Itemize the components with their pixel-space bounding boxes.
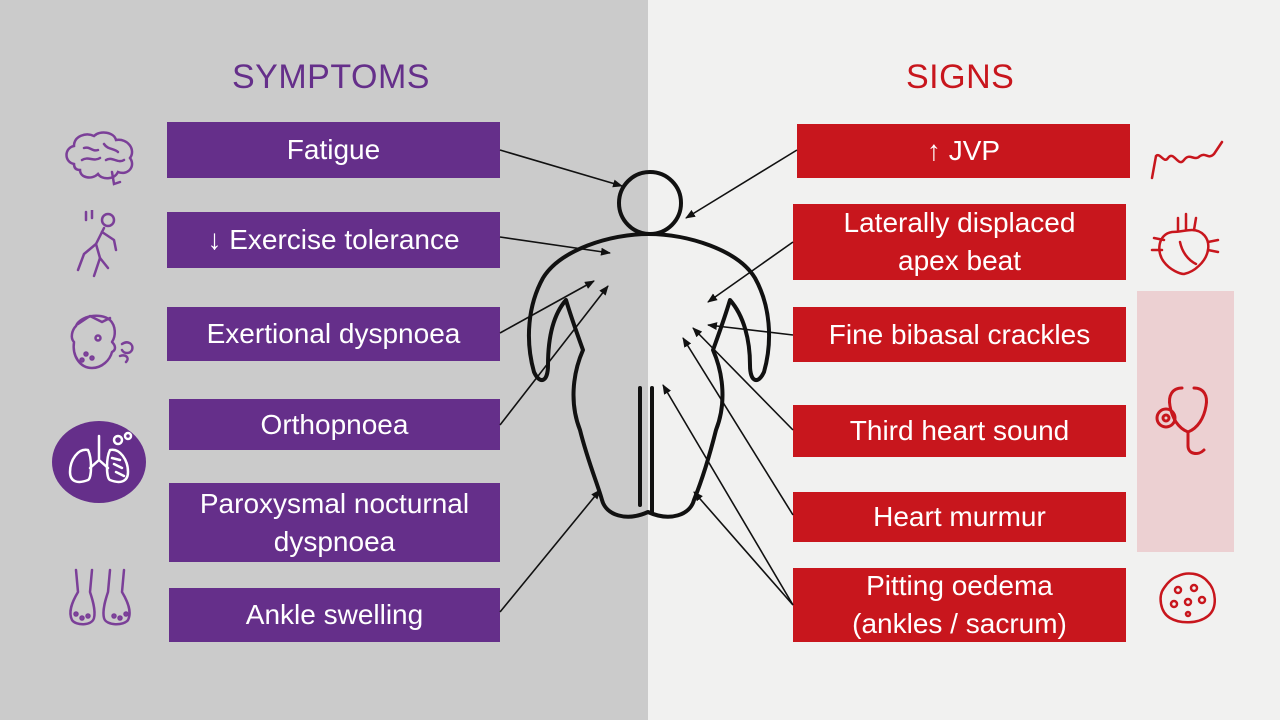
pulse-wave-icon [1150, 140, 1224, 180]
stethoscope-icon [1155, 386, 1208, 455]
sign-apex-beat: Laterally displaced apex beat [793, 204, 1126, 280]
swollen-feet-icon [69, 568, 131, 626]
symptom-orthopnoea: Orthopnoea [169, 399, 500, 450]
sign-third-heart-sound: Third heart sound [793, 405, 1126, 457]
signs-heading: SIGNS [906, 58, 1015, 96]
symptom-fatigue: Fatigue [167, 122, 500, 178]
heart-icon [1150, 212, 1220, 276]
body-outline [526, 170, 772, 519]
symptom-ankle-swelling: Ankle swelling [169, 588, 500, 642]
breathless-face-icon [70, 314, 134, 370]
oedema-cells-icon [1159, 572, 1216, 624]
sign-pitting-oedema: Pitting oedema (ankles / sacrum) [793, 568, 1126, 642]
lungs-icon [52, 421, 146, 503]
symptoms-heading: SYMPTOMS [232, 58, 430, 96]
sign-heart-murmur: Heart murmur [793, 492, 1126, 542]
symptom-exercise-tolerance: ↓ Exercise tolerance [167, 212, 500, 268]
symptom-pnd: Paroxysmal nocturnal dyspnoea [169, 483, 500, 562]
auscultation-highlight [1137, 291, 1234, 552]
brain-icon [65, 131, 134, 186]
tired-person-icon [76, 210, 118, 278]
symptom-exertional-dyspnoea: Exertional dyspnoea [167, 307, 500, 361]
sign-bibasal-crackles: Fine bibasal crackles [793, 307, 1126, 362]
sign-jvp: ↑ JVP [797, 124, 1130, 178]
arrows [499, 149, 798, 613]
